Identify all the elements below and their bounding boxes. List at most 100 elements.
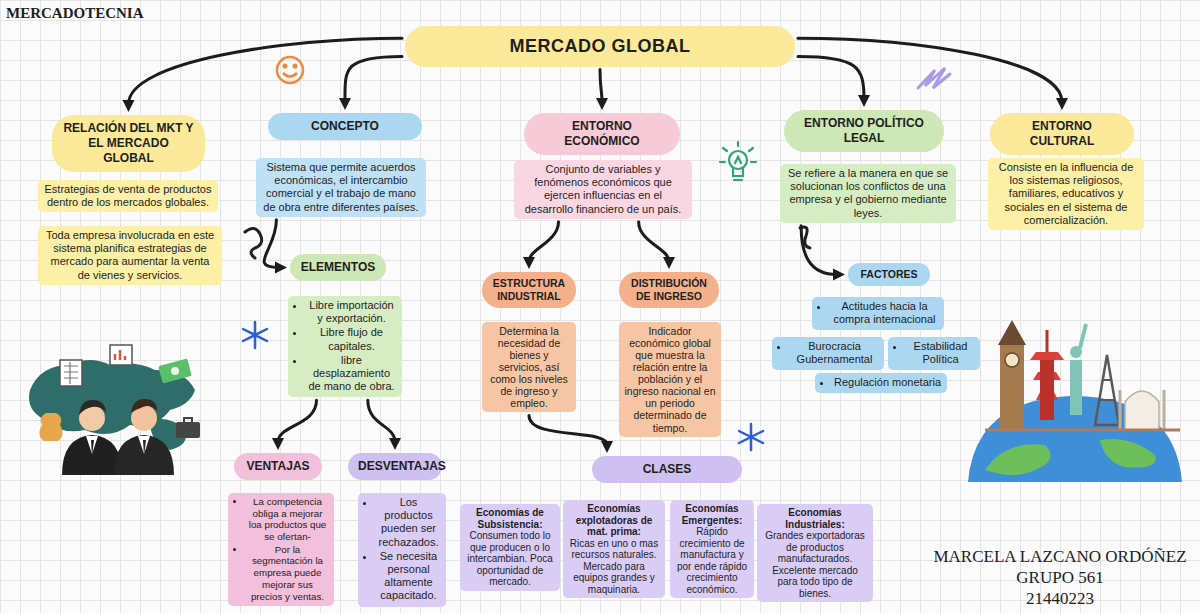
node-text: libre desplazamiento de mano de obra. [306,354,397,394]
text-box: Consiste en la influencia de los sistema… [988,158,1144,230]
text-box: Sistema que permite acuerdos económicas,… [256,158,426,217]
bullet-list-body: Libre importación y exportación.Libre fl… [293,299,397,393]
connector-arrow [529,415,613,453]
heading-pill: FACTORES [848,263,930,286]
bullet-list: Los productos pueden ser rechazados.Se n… [358,493,446,607]
node-text: ENTORNO CULTURAL [1000,119,1124,149]
connector-arrow [798,56,870,107]
class-box: Economías explotadoras de mat. prima:Ric… [563,500,665,598]
node-text: Grandes exportadoras de productos manufa… [762,530,868,599]
heading-pill: ENTORNO CULTURAL [990,113,1134,155]
landmarks-globe-illustration [968,320,1182,482]
bullet-list-body: Los productos pueden ser rechazados.Se n… [363,496,441,603]
heading-pill: ENTORNO POLÍTICO LEGAL [784,110,944,152]
node-text: Conjunto de variables y fenómenos económ… [519,163,687,216]
node-text: DISTRIBUCIÓN DE INGRESO [627,277,711,303]
heading-pill: DESVENTAJAS [348,453,442,480]
bullet-list-body: La competencia obliga a mejorar loa prod… [233,496,329,602]
heading-pill: CLASES [592,456,742,483]
node-heading: Economías Industriales: [762,507,868,530]
connector-line [264,220,279,268]
heading-pill: ELEMENTOS [290,254,386,281]
node-text: CONCEPTO [278,119,412,134]
heading-pill: RELACIÓN DEL MKT Y EL MERCADO GLOBAL [52,115,205,172]
node-text: Estabilidad Política [906,340,975,366]
main-title-pill: MERCADO GLOBAL [405,26,795,67]
node-heading: Economías de Subsistencia: [465,507,555,530]
connector-arrow [639,222,675,269]
smiley [277,57,303,83]
class-box: Economías Emergentes:Rápido crecimiento … [670,500,754,598]
connector-arrow [798,38,1068,110]
connector-line [600,70,602,103]
businessman [114,399,174,475]
connector-arrow [272,400,317,450]
heading-pill: VENTAJAS [234,453,322,480]
text-box: Toda empresa involucrada en este sistema… [38,226,222,285]
arrow-head [272,438,284,450]
connector-line [345,56,402,102]
node-text: ELEMENTOS [300,260,376,275]
class-box: Economías de Subsistencia:Consumen todo … [460,504,560,591]
arrow-head [663,257,675,269]
node-text: Sistema que permite acuerdos económicas,… [261,161,421,214]
page-title: MERCADOTECNIA [6,5,144,22]
bullet-item: Estabilidad Política [888,337,980,370]
node-text: Rápido crecimiento de manufactura y por … [675,526,749,595]
bullet-item: Burocracia Gubernamental [772,337,884,370]
author-label: 21440223 [925,590,1195,609]
scribble [918,68,950,88]
bullet-list: La competencia obliga a mejorar loa prod… [228,493,334,606]
connector-arrow [368,400,401,450]
connector-arrow [801,226,845,281]
connector-arrow [339,56,402,110]
connector-line [798,56,864,99]
connector-line [368,400,395,442]
heading-pill: ESTRUCTURA INDUSTRIAL [482,272,576,308]
node-heading: Economías explotadoras de mat. prima: [568,503,660,538]
node-text: Indicador económico global que muestra l… [624,325,716,434]
node-text: Regulación monetaria [833,376,942,389]
heading-pill: CONCEPTO [268,113,422,140]
arrow-head [833,269,845,281]
node-text: ENTORNO POLÍTICO LEGAL [794,116,934,146]
connector-arrow [123,38,403,112]
node-text: ESTRUCTURA INDUSTRIAL [490,277,568,303]
bullet-item: Regulación monetaria [815,373,947,393]
author-label: MARCELA LAZCANO ORDÓÑEZ [925,548,1195,567]
node-heading: Economías Emergentes: [675,503,749,526]
connector-line [801,226,837,275]
heading-pill: ENTORNO ECONÓMICO [524,113,680,155]
bullet-item: Actitudes hacia la compra internacional [812,297,944,330]
node-text: Se necesita personal altamente capacitad… [376,550,441,603]
arrow-head [1056,98,1068,110]
node-text: Estrategias de venta de productos dentro… [43,183,213,209]
bullet-list: Libre importación y exportación.Libre fl… [288,296,402,397]
bullet-list-body: Actitudes hacia la compra internacional [817,300,939,326]
node-text: La competencia obliga a mejorar loa prod… [246,496,329,543]
text-box: Estrategias de venta de productos dentro… [38,180,218,212]
connector-arrow [523,222,559,269]
node-text: Libre importación y exportación. [306,299,397,325]
arrow-head [389,438,401,450]
text-box: Se refiere a la manera en que se solucio… [780,164,956,223]
world-map-illustration [29,345,200,475]
businessman [62,400,122,475]
node-text: ENTORNO ECONÓMICO [534,119,670,149]
connector-line [639,222,669,261]
bullet-list-body: Burocracia Gubernamental [777,340,879,366]
arrow-head [601,441,613,453]
class-box: Economías Industriales:Grandes exportado… [757,504,873,602]
node-text: Actitudes hacia la compra internacional [830,300,939,326]
node-text: DESVENTAJAS [358,459,432,474]
node-text: Los productos pueden ser rechazados. [376,496,441,549]
node-text: Determina la necesidad de bienes y servi… [487,325,571,409]
node-text: Burocracia Gubernamental [790,340,879,366]
bullet-list-body: Regulación monetaria [820,376,942,389]
arrow-head [275,262,287,274]
connector-line [529,222,559,261]
arrow-head [523,257,535,269]
text-box: Indicador económico global que muestra l… [619,322,721,437]
node-text: Consumen todo lo que producen o lo inter… [465,530,555,588]
connector-line [529,415,607,445]
